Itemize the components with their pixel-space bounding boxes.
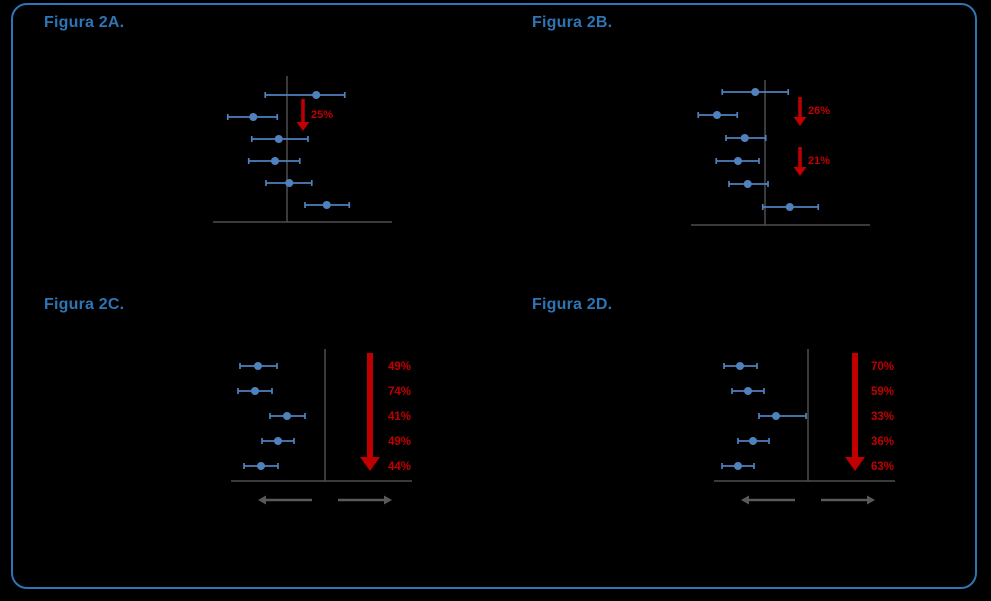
data-point bbox=[322, 201, 331, 209]
percent-label: 63% bbox=[871, 461, 894, 473]
percent-label: 59% bbox=[871, 386, 894, 398]
data-point bbox=[785, 203, 794, 211]
percent-label: 36% bbox=[871, 436, 894, 448]
data-point bbox=[734, 462, 742, 470]
data-point bbox=[274, 437, 282, 445]
data-point bbox=[251, 387, 259, 395]
data-point bbox=[749, 437, 757, 445]
data-point bbox=[744, 387, 752, 395]
data-point bbox=[734, 157, 742, 165]
reduction-arrow-2B-0-head bbox=[793, 117, 807, 126]
reduction-arrow-2C-0-head bbox=[360, 457, 380, 471]
reduction-arrow-label: 25% bbox=[311, 109, 333, 121]
reduction-arrow-2D-0-head bbox=[845, 457, 865, 471]
data-point bbox=[772, 412, 780, 420]
percent-label: 70% bbox=[871, 361, 894, 373]
data-point bbox=[740, 134, 749, 142]
reduction-arrow-label: 21% bbox=[808, 155, 830, 167]
data-point bbox=[257, 462, 265, 470]
percent-label: 41% bbox=[388, 411, 411, 423]
data-point bbox=[736, 362, 744, 370]
direction-arrow-right-2D-head bbox=[867, 495, 875, 505]
reduction-arrow-2A-0-head bbox=[296, 122, 310, 131]
panel-title-2d: Figura 2D. bbox=[532, 296, 613, 313]
data-point bbox=[743, 180, 752, 188]
data-point bbox=[285, 179, 294, 187]
reduction-arrow-2B-1-head bbox=[793, 167, 807, 176]
percent-label: 44% bbox=[388, 461, 411, 473]
direction-arrow-right-2C-head bbox=[384, 495, 392, 505]
data-point bbox=[274, 135, 283, 143]
panel-title-2c: Figura 2C. bbox=[44, 296, 125, 313]
data-point bbox=[249, 113, 258, 121]
direction-arrow-left-2C-head bbox=[258, 495, 266, 505]
data-point bbox=[713, 111, 721, 119]
data-point bbox=[254, 362, 262, 370]
figure-border bbox=[11, 3, 977, 589]
panel-title-2a: Figura 2A. bbox=[44, 14, 125, 31]
direction-arrow-left-2D-head bbox=[741, 495, 749, 505]
percent-label: 33% bbox=[871, 411, 894, 423]
percent-label: 49% bbox=[388, 436, 411, 448]
data-point bbox=[283, 412, 291, 420]
percent-label: 49% bbox=[388, 361, 411, 373]
data-point bbox=[751, 88, 760, 96]
percent-label: 74% bbox=[388, 386, 411, 398]
data-point bbox=[271, 157, 279, 165]
data-point bbox=[312, 91, 321, 99]
reduction-arrow-label: 26% bbox=[808, 105, 830, 117]
panel-title-2b: Figura 2B. bbox=[532, 14, 613, 31]
